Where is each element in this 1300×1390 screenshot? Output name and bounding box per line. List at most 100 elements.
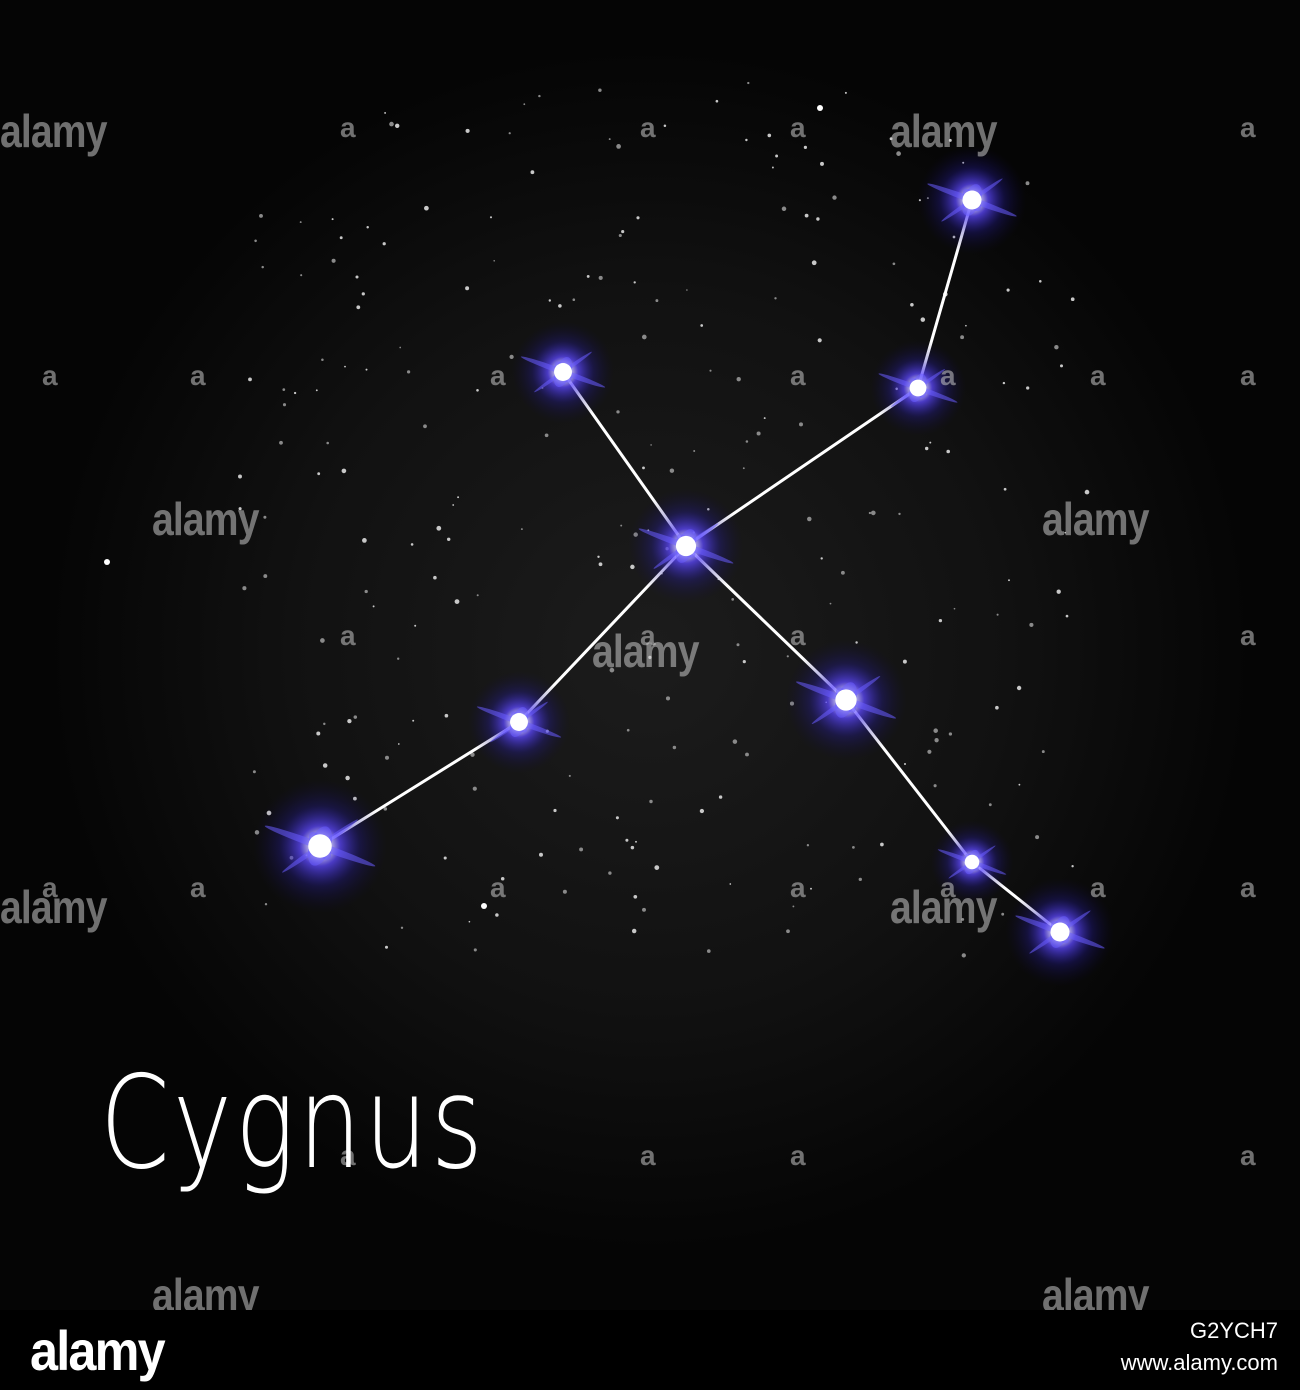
dust-star: [806, 844, 810, 847]
dust-star: [880, 842, 884, 847]
dust-star: [424, 205, 429, 211]
dust-star: [608, 871, 612, 875]
dust-star: [347, 718, 352, 724]
dust-star: [898, 512, 901, 516]
dust-star: [635, 840, 637, 843]
dust-star: [598, 275, 603, 280]
dust-star: [631, 928, 637, 934]
dust-star: [920, 317, 926, 322]
dust-star: [832, 195, 837, 200]
dust-star: [259, 213, 263, 218]
dust-star: [817, 105, 823, 111]
dust-star: [889, 137, 893, 141]
dust-star: [1064, 531, 1067, 534]
dust-star: [706, 949, 711, 953]
star-body: [467, 670, 571, 774]
dust-star: [648, 655, 652, 660]
dust-star: [786, 929, 790, 934]
constellation-stars: [252, 145, 1115, 987]
dust-star: [1025, 181, 1030, 186]
dust-star: [597, 555, 600, 558]
dust-star: [520, 528, 523, 531]
image-id: G2YCH7: [1189, 1318, 1278, 1343]
dust-star: [452, 504, 455, 506]
dust-star: [946, 449, 950, 454]
site-url: www.alamy.com: [1120, 1350, 1278, 1375]
dust-star: [382, 242, 386, 246]
dust-star: [642, 466, 645, 470]
star-head: [930, 820, 1014, 904]
dust-star: [840, 570, 845, 575]
dust-star: [1003, 487, 1007, 491]
dust-star: [412, 719, 415, 722]
dust-star: [410, 543, 414, 546]
dust-star: [1070, 297, 1075, 302]
dust-star: [609, 667, 615, 673]
dust-star: [331, 258, 336, 263]
sky-canvas: [50, 50, 1250, 1250]
dust-star: [562, 889, 567, 894]
star-wing-left-top: [511, 320, 615, 424]
dust-star: [792, 905, 795, 908]
dust-star: [615, 816, 619, 820]
dust-star: [598, 88, 602, 92]
dust-star: [339, 236, 343, 240]
dust-star: [948, 138, 952, 142]
dust-star: [858, 877, 862, 882]
dust-star: [1006, 288, 1010, 292]
dust-star: [323, 722, 326, 726]
dust-star: [465, 286, 470, 291]
dust-star: [444, 713, 449, 718]
dust-star: [896, 151, 901, 156]
dust-star: [261, 265, 264, 269]
dust-star: [384, 111, 387, 114]
dust-star: [317, 472, 321, 476]
dust-star: [544, 433, 549, 438]
dust-star: [523, 103, 526, 106]
dust-star: [282, 388, 286, 391]
dust-star: [616, 144, 621, 149]
dust-star: [934, 738, 939, 743]
dust-star: [238, 474, 242, 479]
dust-star: [1029, 622, 1034, 627]
dust-star: [620, 524, 623, 527]
dust-star: [470, 752, 475, 757]
dust-star: [362, 538, 367, 543]
dust-star: [775, 154, 779, 158]
dust-star: [729, 883, 732, 885]
dust-star: [988, 803, 992, 807]
dust-star: [803, 145, 808, 149]
dust-star: [472, 786, 477, 791]
dust-star: [473, 948, 477, 952]
dust-star: [539, 852, 543, 857]
dust-star: [394, 123, 400, 129]
dust-star: [366, 226, 369, 229]
dust-star: [315, 389, 318, 392]
dust-star: [745, 138, 748, 142]
dust-star: [538, 94, 541, 98]
constellation-title: Cygnus: [100, 1049, 487, 1198]
star-deneb-tail-top: [917, 145, 1027, 255]
dust-star: [264, 903, 268, 906]
dust-star: [341, 468, 347, 474]
dust-star: [618, 233, 622, 238]
dust-star: [961, 917, 965, 921]
dust-star: [300, 274, 303, 277]
dust-star: [353, 715, 358, 719]
dust-star: [933, 784, 937, 788]
dust-star: [345, 775, 350, 781]
dust-star: [953, 607, 956, 610]
dust-star: [910, 303, 914, 307]
dust-star: [331, 218, 334, 221]
dust-star: [320, 638, 325, 643]
dust-star: [400, 926, 404, 929]
dust-star: [476, 388, 479, 392]
dust-star: [361, 292, 365, 296]
dust-star: [384, 945, 389, 949]
dust-star: [731, 598, 735, 601]
dust-star: [454, 599, 460, 604]
dust-star: [558, 304, 562, 308]
footer-bar: alamy G2YCH7 www.alamy.com: [0, 1310, 1300, 1390]
dust-star: [817, 338, 822, 343]
dust-star: [718, 795, 723, 799]
